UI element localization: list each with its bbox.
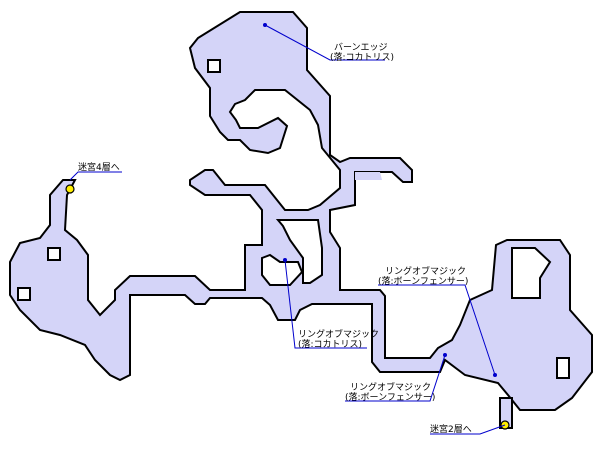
item-label-4: リングオブマジック (落:ボーンフェンサー): [345, 381, 435, 403]
item-source: (落:ボーンフェンサー): [378, 275, 468, 287]
exit-label-south: 迷宮2層へ: [430, 423, 472, 435]
item-label-2: リングオブマジック (落:ボーンフェンサー): [378, 265, 468, 287]
item-label-3: リングオブマジック (落:コカトリス): [298, 328, 379, 350]
item-name: リングオブマジック: [385, 265, 466, 277]
wall-block: [17, 287, 31, 301]
item-source: (落:ボーンフェンサー): [345, 391, 435, 403]
wall-block: [511, 247, 552, 299]
item-source: (落:コカトリス): [298, 338, 362, 350]
leader-lines: [69, 24, 506, 435]
wall-block: [556, 357, 570, 379]
item-name: リングオブマジック: [298, 328, 379, 340]
item-source: (落:コカトリス): [330, 51, 394, 63]
item-name: リングオブマジック: [350, 381, 431, 393]
south-exit-corridor: [499, 397, 513, 429]
dungeon-floor: [9, 11, 593, 411]
wall-block: [355, 172, 382, 180]
wall-block: [275, 219, 323, 284]
item-name: バーンエッジ: [334, 42, 388, 53]
wall-block: [207, 59, 221, 73]
exit-label: 迷宮4層へ: [78, 161, 120, 173]
stairs-marker-north: [65, 184, 75, 194]
item-label-1: バーンエッジ (落:コカトリス): [330, 42, 394, 63]
wall-block: [47, 247, 61, 261]
exit-label-north: 迷宮4層へ: [78, 161, 120, 173]
wall-block: [261, 253, 304, 286]
walls: [17, 59, 570, 379]
north-chamber: [9, 11, 593, 411]
exit-label: 迷宮2層へ: [430, 423, 472, 435]
